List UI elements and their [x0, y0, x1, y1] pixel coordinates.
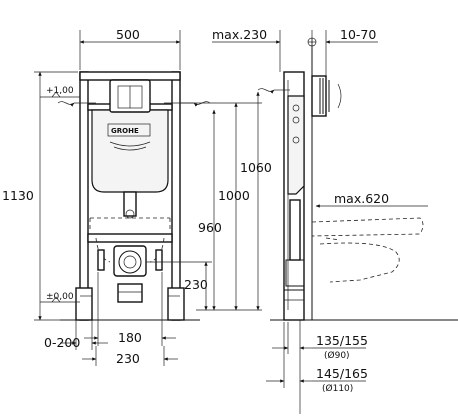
frame-right-upright — [171, 71, 181, 321]
frame-right-foot — [167, 287, 185, 321]
dim-wall-offset: 10-70 — [340, 27, 376, 42]
frame-middle-crossbar — [87, 233, 173, 243]
side-cistern — [287, 95, 305, 195]
dim-height-960: 960 — [198, 220, 222, 235]
dim-total-height: 1130 — [2, 188, 34, 203]
dim-pipe-1: 135/155 — [316, 333, 368, 348]
cistern-tank — [91, 109, 169, 193]
dim-spacing-230: 230 — [116, 351, 140, 366]
side-drain-pipe — [289, 199, 301, 261]
frame-top-rail — [79, 71, 181, 81]
brand-label: GROHE — [111, 127, 139, 135]
dim-plus-zero: ±0,00 — [46, 292, 74, 302]
dim-pipe-2: 145/165 — [316, 366, 368, 381]
dim-height-230: 230 — [184, 277, 208, 292]
side-view — [257, 46, 458, 414]
frame-left-foot — [75, 287, 93, 321]
dim-pipe-1-diam: (Ø90) — [324, 350, 350, 361]
dim-bowl-max: max.620 — [334, 191, 389, 206]
dim-frame-width: 500 — [116, 27, 140, 42]
drain-pipe-lower — [117, 283, 143, 303]
side-flush-plate-ribs — [319, 78, 330, 114]
brand-badge — [107, 123, 151, 137]
front-dimensions: 500 +1,00 ±0,00 1130 960 1000 1060 230 0… — [2, 27, 272, 366]
drain-outlet — [113, 245, 147, 277]
frame-left-upright — [79, 71, 89, 321]
bowl-outline-side — [311, 217, 424, 237]
flush-pipe — [123, 191, 137, 217]
dim-spacing-180: 180 — [118, 330, 142, 345]
front-view: GROHE — [57, 71, 211, 321]
side-flush-plate — [311, 75, 327, 117]
dim-plus-one: +1,00 — [46, 86, 74, 96]
dim-height-1000: 1000 — [218, 188, 250, 203]
dim-depth-max: max.230 — [212, 27, 267, 42]
dim-base-offset: 0-200 — [44, 335, 80, 350]
dim-pipe-2-diam: (Ø110) — [322, 383, 353, 394]
bowl-outline-front — [89, 217, 171, 263]
side-dimensions: max.230 10-70 max.620 135/155 (Ø90) 145/… — [212, 27, 428, 394]
dim-height-1060: 1060 — [240, 160, 272, 175]
